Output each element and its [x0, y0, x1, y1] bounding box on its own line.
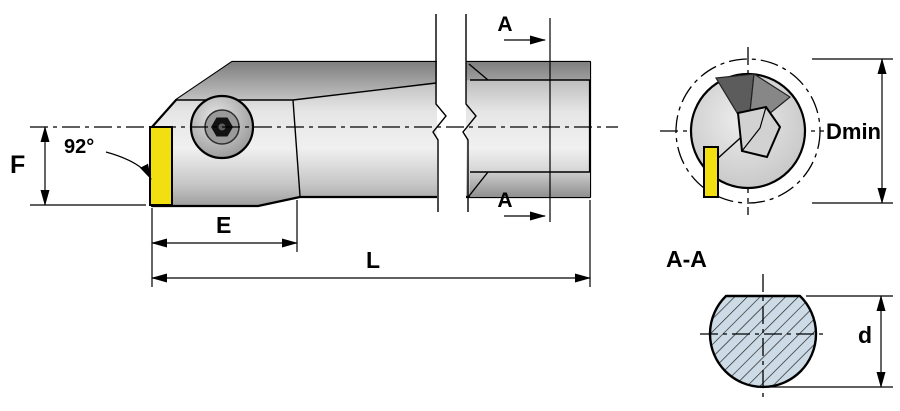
dimension-F: F — [10, 126, 146, 206]
dim-L-label: L — [366, 247, 380, 273]
break-line-left — [432, 14, 447, 212]
dim-E-label: E — [216, 212, 231, 238]
tool-bottom-facet — [470, 172, 590, 197]
break-line-right — [462, 14, 477, 212]
section-view: A-A d — [666, 246, 893, 398]
dim-d-label: d — [858, 322, 872, 348]
pocket-bottom-slant — [468, 171, 489, 197]
insert-tip-facet — [741, 106, 767, 152]
dim-Dmin-label: Dmin — [826, 119, 881, 144]
section-label-bottom: A — [497, 189, 512, 212]
insert-edge-view — [703, 146, 719, 198]
dimension-L: L — [151, 200, 591, 287]
section-label-top: A — [497, 13, 512, 36]
dimension-Dmin: Dmin — [812, 58, 893, 204]
break-gap — [437, 14, 466, 212]
angle-leader-arc — [105, 151, 152, 180]
cutting-insert — [149, 126, 173, 206]
main-view: A A 92° F E L — [10, 13, 618, 287]
section-title: A-A — [666, 246, 707, 272]
dimension-d: d — [768, 295, 893, 388]
dim-F-label: F — [10, 151, 25, 179]
tool-top-facet — [176, 62, 590, 100]
insert-tip-face — [736, 105, 782, 159]
angle-label: 92° — [64, 136, 94, 158]
pocket-top-slant — [468, 63, 489, 81]
dimension-E: E — [151, 200, 298, 287]
shank-top-edge-line — [292, 82, 437, 101]
head-shank-boundary — [292, 99, 301, 197]
end-view: Dmin — [660, 47, 893, 215]
